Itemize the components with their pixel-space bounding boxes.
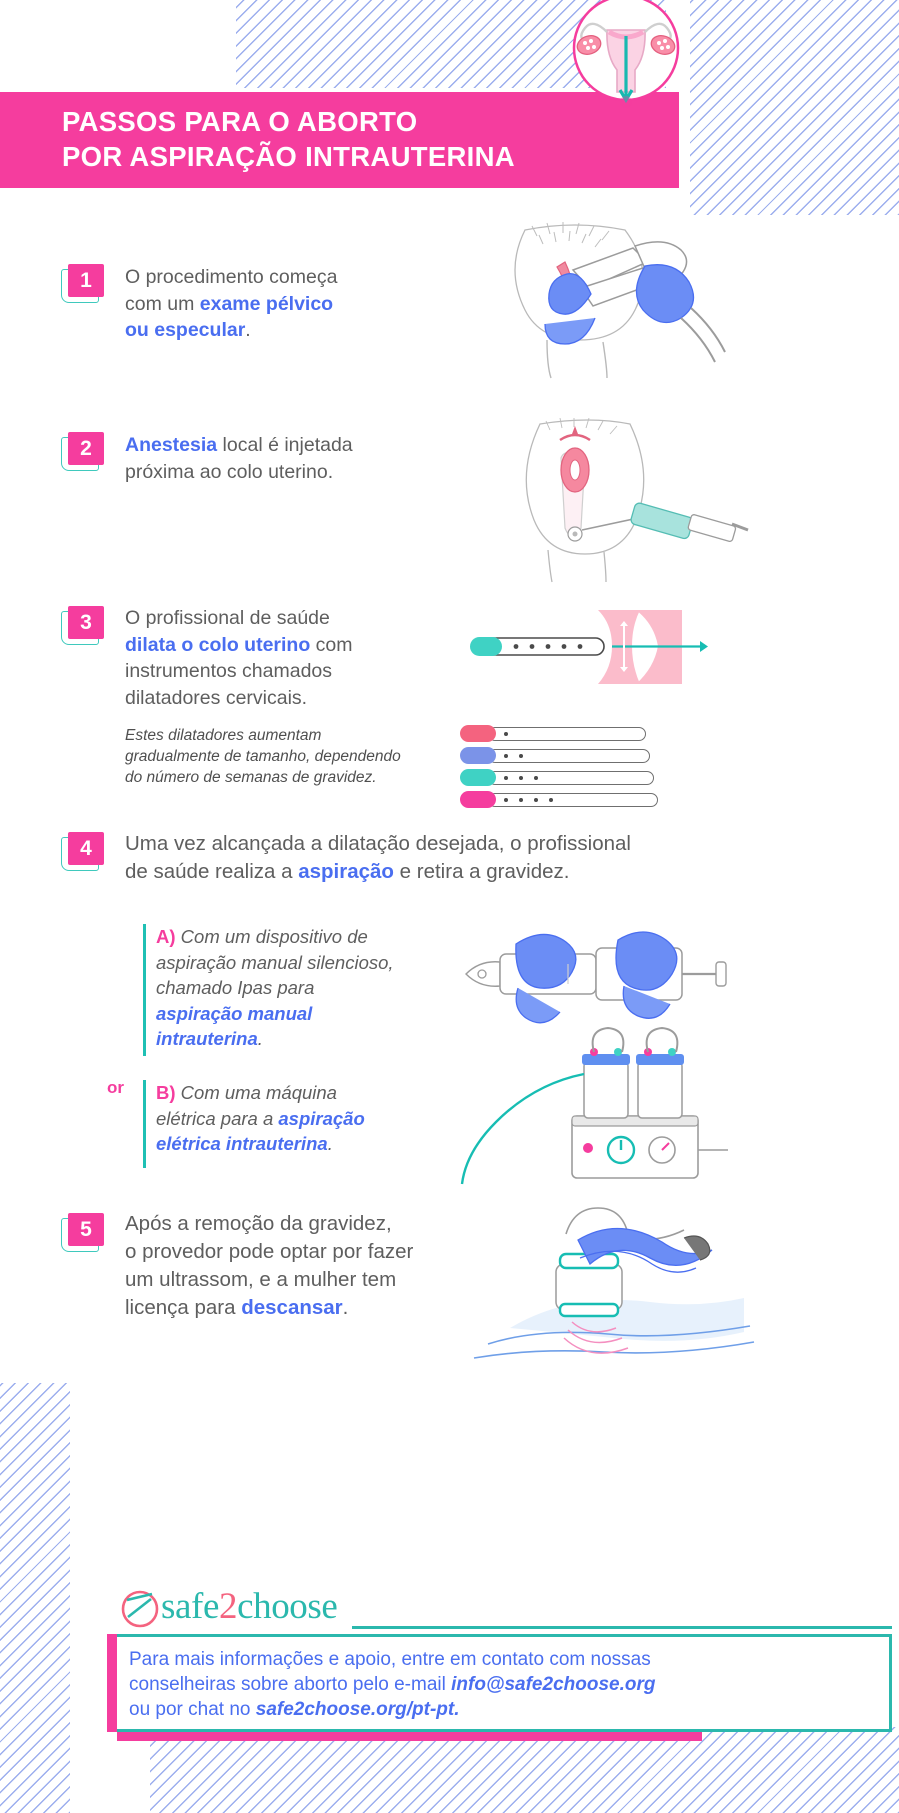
dilator-row-3 xyxy=(460,769,654,786)
contact-box-shadow xyxy=(117,1732,702,1741)
uterus-icon xyxy=(572,0,680,108)
logo-divider-rule xyxy=(352,1626,892,1629)
step-4-text: Uma vez alcançada a dilatação desejada, … xyxy=(125,832,631,883)
logo-part-2: 2 xyxy=(218,1586,238,1627)
safe2choose-wordmark: safe2choose xyxy=(161,1586,338,1627)
step-3-badge: 3 xyxy=(61,606,108,645)
dilator-body xyxy=(488,726,646,741)
ipas-manual-vacuum-aspirator-illustration xyxy=(465,931,727,1024)
dilator-row-2 xyxy=(460,747,650,764)
contact-box-accent xyxy=(107,1634,118,1732)
dilator-tip xyxy=(460,725,496,742)
step-4-number: 4 xyxy=(68,832,104,865)
logo-part-safe: safe xyxy=(161,1586,219,1627)
header-banner: PASSOS PARA O ABORTO POR ASPIRAÇÃO INTRA… xyxy=(0,92,679,188)
logo-part-choose: choose xyxy=(237,1586,338,1627)
hatch-pattern-top-right xyxy=(690,0,899,215)
dilator-dots xyxy=(504,791,553,808)
step-5-text: Após a remoção da gravidez,o provedor po… xyxy=(125,1212,414,1319)
dilator-dots xyxy=(504,725,508,742)
cervical-dilation-illustration xyxy=(470,610,708,684)
safe2choose-circle-slash-icon xyxy=(121,1590,159,1628)
dilator-tip xyxy=(460,791,496,808)
speculum-pelvic-exam-illustration xyxy=(514,222,726,379)
dilator-row-1 xyxy=(460,725,650,742)
contact-text: Para mais informações e apoio, entre em … xyxy=(129,1649,656,1720)
dilator-tip xyxy=(460,747,496,764)
step-5-number: 5 xyxy=(68,1213,104,1246)
step-1-badge: 1 xyxy=(61,264,108,303)
dilator-tip xyxy=(460,769,496,786)
step-2-number: 2 xyxy=(68,432,104,465)
ultrasound-rest-illustration xyxy=(473,1207,755,1359)
dilator-dots xyxy=(504,769,538,786)
dilator-size-chart xyxy=(460,725,658,813)
step-5-badge: 5 xyxy=(61,1213,108,1252)
option-a-bar xyxy=(143,924,147,1056)
electric-vacuum-aspiration-machine-illustration xyxy=(460,1026,728,1185)
dilator-dots xyxy=(504,747,523,764)
step-2-badge: 2 xyxy=(61,432,108,471)
option-b-bar xyxy=(143,1080,147,1168)
local-anesthesia-injection-illustration xyxy=(525,418,749,583)
step-4-badge: 4 xyxy=(61,832,108,871)
dilator-row-4 xyxy=(460,791,658,808)
contact-box: Para mais informações e apoio, entre em … xyxy=(117,1634,892,1732)
option-separator-or: or xyxy=(107,1078,124,1097)
page-title: PASSOS PARA O ABORTO POR ASPIRAÇÃO INTRA… xyxy=(62,106,515,172)
hatch-pattern-left xyxy=(0,1383,70,1813)
step-3-number: 3 xyxy=(68,606,104,639)
step-1-number: 1 xyxy=(68,264,104,297)
safe2choose-logo: safe2choose xyxy=(117,1585,338,1629)
